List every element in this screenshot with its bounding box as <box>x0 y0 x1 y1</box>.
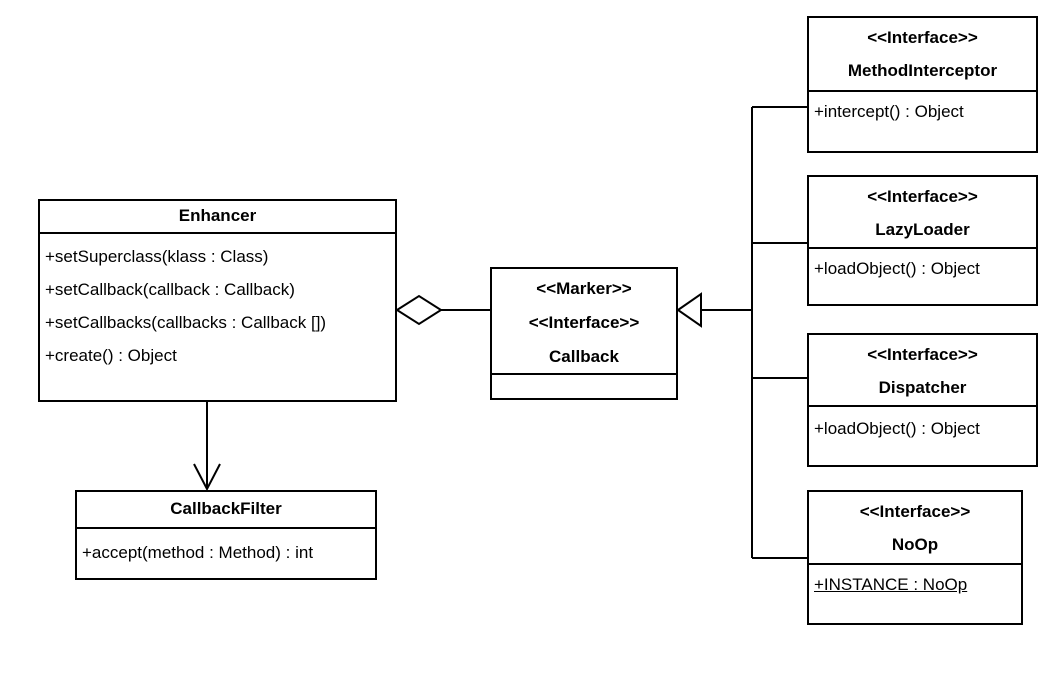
member: +accept(method : Method) : int <box>82 543 314 562</box>
stereotype: <<Interface>> <box>867 187 978 206</box>
member: +setSuperclass(klass : Class) <box>45 247 269 266</box>
class-enhancer-members: +setSuperclass(klass : Class) +setCallba… <box>40 234 395 400</box>
class-method-interceptor-members: +intercept() : Object <box>809 92 1036 151</box>
class-noop-members: +INSTANCE : NoOp <box>809 565 1021 623</box>
class-method-interceptor: <<Interface>> MethodInterceptor +interce… <box>807 16 1038 153</box>
class-method-interceptor-title: <<Interface>> MethodInterceptor <box>809 18 1036 92</box>
class-name: Dispatcher <box>878 378 967 397</box>
class-enhancer-title: Enhancer <box>40 201 395 234</box>
class-name: CallbackFilter <box>170 499 282 518</box>
class-noop-title: <<Interface>> NoOp <box>809 492 1021 565</box>
class-callback-empty-compartment <box>492 375 676 398</box>
class-callback-filter: CallbackFilter +accept(method : Method) … <box>75 490 377 580</box>
class-dispatcher: <<Interface>> Dispatcher +loadObject() :… <box>807 333 1038 467</box>
stereotype: <<Interface>> <box>528 313 640 332</box>
stereotype: <<Interface>> <box>859 502 971 521</box>
stereotype: <<Interface>> <box>867 28 978 47</box>
member: +setCallback(callback : Callback) <box>45 280 295 299</box>
member: +setCallbacks(callbacks : Callback []) <box>45 313 327 332</box>
member: +create() : Object <box>45 346 177 365</box>
class-name: NoOp <box>891 535 939 554</box>
class-noop: <<Interface>> NoOp +INSTANCE : NoOp <box>807 490 1023 625</box>
class-lazy-loader: <<Interface>> LazyLoader +loadObject() :… <box>807 175 1038 306</box>
class-enhancer: Enhancer +setSuperclass(klass : Class) +… <box>38 199 397 402</box>
member: +loadObject() : Object <box>814 419 980 438</box>
member: +loadObject() : Object <box>814 259 980 278</box>
class-callback-filter-members: +accept(method : Method) : int <box>77 529 375 578</box>
class-name: Callback <box>549 347 619 366</box>
class-callback-title: <<Marker>> <<Interface>> Callback <box>492 269 676 375</box>
stereotype: <<Marker>> <box>536 279 632 298</box>
class-name: LazyLoader <box>875 220 970 239</box>
member-static: +INSTANCE : NoOp <box>814 575 968 594</box>
class-name: MethodInterceptor <box>847 61 998 80</box>
aggregation-diamond-icon <box>395 294 443 326</box>
open-arrowhead-icon <box>193 463 221 492</box>
class-lazy-loader-title: <<Interface>> LazyLoader <box>809 177 1036 249</box>
stereotype: <<Interface>> <box>867 345 978 364</box>
class-name: Enhancer <box>178 206 257 225</box>
class-callback: <<Marker>> <<Interface>> Callback <box>490 267 678 400</box>
member: +intercept() : Object <box>814 102 964 121</box>
class-callback-filter-title: CallbackFilter <box>77 492 375 529</box>
generalization-triangle-icon <box>676 292 702 328</box>
class-dispatcher-title: <<Interface>> Dispatcher <box>809 335 1036 407</box>
class-dispatcher-members: +loadObject() : Object <box>809 407 1036 465</box>
class-lazy-loader-members: +loadObject() : Object <box>809 249 1036 304</box>
